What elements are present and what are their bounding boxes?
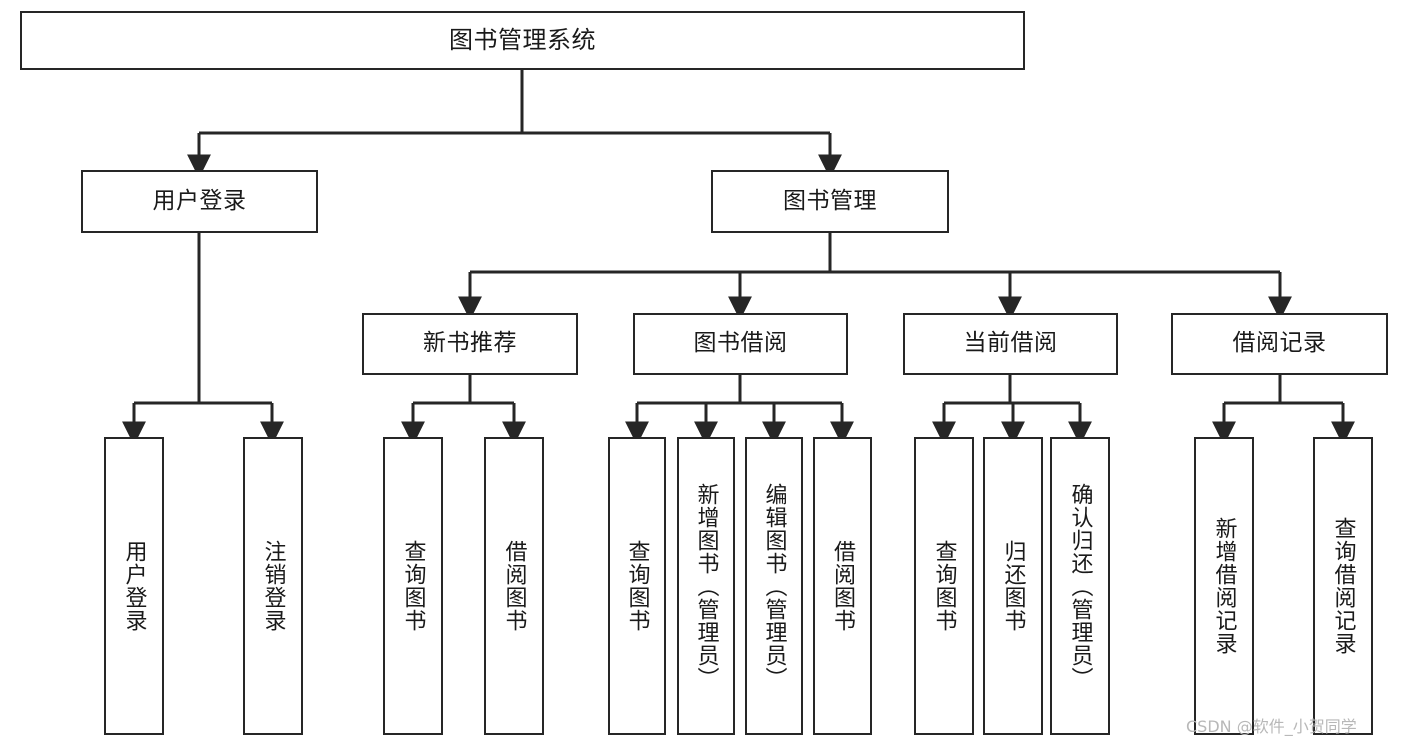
leaf-new-book-query[interactable]: 查询图书 bbox=[383, 437, 443, 735]
leaf-label: 新增借阅记录 bbox=[1211, 517, 1237, 655]
node-new-book-recommend[interactable]: 新书推荐 bbox=[362, 313, 578, 375]
leaf-borrow-record-add[interactable]: 新增借阅记录 bbox=[1194, 437, 1254, 735]
leaf-user-login-login[interactable]: 用户登录 bbox=[104, 437, 164, 735]
leaf-label: 借阅图书 bbox=[501, 540, 527, 632]
leaf-label: 新增图书（管理员） bbox=[693, 482, 719, 690]
node-book-management[interactable]: 图书管理 bbox=[711, 170, 949, 233]
node-book-borrow[interactable]: 图书借阅 bbox=[633, 313, 848, 375]
leaf-label: 借阅图书 bbox=[830, 540, 856, 632]
node-user-login-label: 用户登录 bbox=[152, 187, 247, 214]
leaf-label: 编辑图书（管理员） bbox=[761, 482, 787, 690]
watermark-text: CSDN @软件_小贺同学 bbox=[1186, 717, 1357, 736]
node-book-management-label: 图书管理 bbox=[783, 187, 877, 214]
node-root-label: 图书管理系统 bbox=[449, 26, 596, 55]
leaf-book-borrow-borrow[interactable]: 借阅图书 bbox=[813, 437, 872, 735]
leaf-user-login-logout[interactable]: 注销登录 bbox=[243, 437, 303, 735]
leaf-book-borrow-add[interactable]: 新增图书（管理员） bbox=[677, 437, 735, 735]
leaf-label: 用户登录 bbox=[121, 540, 147, 632]
leaf-book-borrow-edit[interactable]: 编辑图书（管理员） bbox=[745, 437, 803, 735]
leaf-label: 查询图书 bbox=[624, 540, 650, 632]
leaf-new-book-borrow[interactable]: 借阅图书 bbox=[484, 437, 544, 735]
node-new-book-recommend-label: 新书推荐 bbox=[423, 330, 517, 357]
leaf-label: 归还图书 bbox=[1000, 540, 1026, 632]
leaf-label: 注销登录 bbox=[260, 540, 286, 632]
leaf-book-borrow-query[interactable]: 查询图书 bbox=[608, 437, 666, 735]
node-book-borrow-label: 图书借阅 bbox=[693, 330, 788, 357]
leaf-current-borrow-query[interactable]: 查询图书 bbox=[914, 437, 974, 735]
node-user-login[interactable]: 用户登录 bbox=[81, 170, 318, 233]
leaf-borrow-record-query[interactable]: 查询借阅记录 bbox=[1313, 437, 1373, 735]
node-borrow-record[interactable]: 借阅记录 bbox=[1171, 313, 1388, 375]
leaf-current-borrow-return[interactable]: 归还图书 bbox=[983, 437, 1043, 735]
leaf-label: 确认归还（管理员） bbox=[1067, 482, 1093, 690]
leaf-label: 查询借阅记录 bbox=[1330, 517, 1356, 655]
node-current-borrow-label: 当前借阅 bbox=[963, 330, 1058, 357]
node-root[interactable]: 图书管理系统 bbox=[20, 11, 1025, 70]
leaf-current-borrow-confirm[interactable]: 确认归还（管理员） bbox=[1050, 437, 1110, 735]
leaf-label: 查询图书 bbox=[931, 540, 957, 632]
node-borrow-record-label: 借阅记录 bbox=[1232, 330, 1327, 357]
leaf-label: 查询图书 bbox=[400, 540, 426, 632]
node-current-borrow[interactable]: 当前借阅 bbox=[903, 313, 1118, 375]
